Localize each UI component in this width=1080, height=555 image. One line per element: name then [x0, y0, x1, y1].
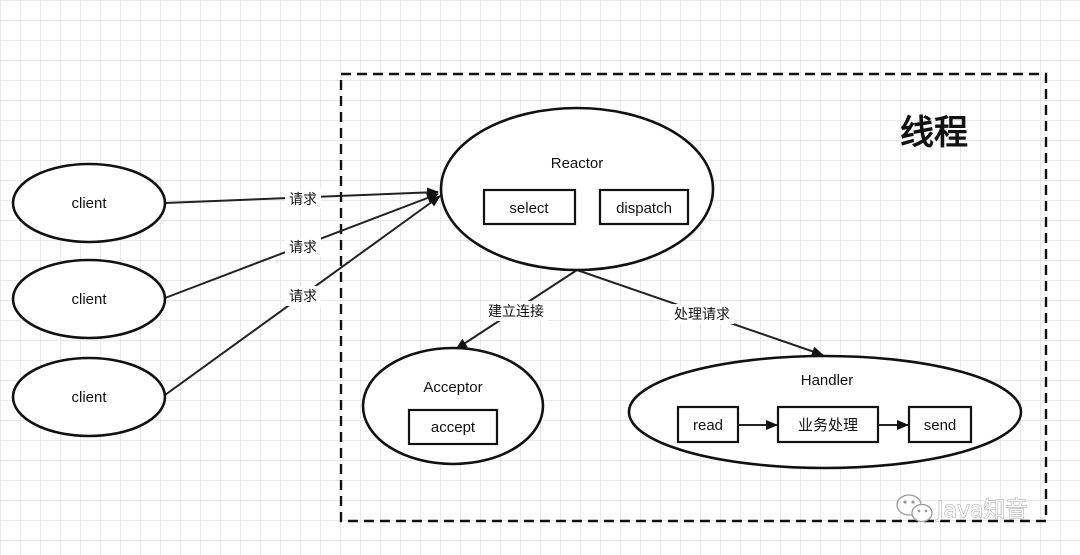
- business-label: 业务处理: [798, 417, 858, 434]
- dispatch-box: [598, 188, 690, 226]
- request-label-3: 请求: [289, 289, 317, 305]
- client-label-1: client: [71, 195, 107, 212]
- read-label: read: [693, 417, 723, 434]
- send-box: [907, 405, 973, 444]
- client-label-3: client: [71, 389, 107, 406]
- process-label: 处理请求: [674, 307, 730, 323]
- thread-boundary: [339, 72, 1048, 523]
- reactor-node: Reactor select dispatch: [439, 106, 715, 272]
- wechat-icon: [896, 494, 933, 523]
- request-label-1: 请求: [289, 192, 317, 208]
- handler-title: Handler: [801, 372, 854, 389]
- acceptor-title: Acceptor: [423, 379, 482, 396]
- thread-title: 线程: [900, 113, 968, 153]
- handler-node: Handler read 业务处理 send: [627, 354, 1023, 470]
- select-box: [482, 188, 577, 226]
- reactor-title: Reactor: [551, 155, 604, 172]
- accept-box: [407, 408, 499, 446]
- send-label: send: [924, 417, 957, 434]
- client-node-2: client: [11, 258, 167, 340]
- watermark-text: Java知音: [935, 498, 1027, 523]
- acceptor-node: Acceptor accept: [361, 346, 545, 466]
- client-label-2: client: [71, 291, 107, 308]
- connect-label: 建立连接: [488, 303, 544, 320]
- request-label-2: 请求: [289, 240, 317, 256]
- select-label: select: [509, 200, 549, 217]
- client-node-1: client: [11, 162, 167, 244]
- dispatch-label: dispatch: [616, 200, 672, 217]
- accept-label: accept: [431, 419, 476, 436]
- read-box: [676, 405, 740, 444]
- client-node-3: client: [11, 356, 167, 438]
